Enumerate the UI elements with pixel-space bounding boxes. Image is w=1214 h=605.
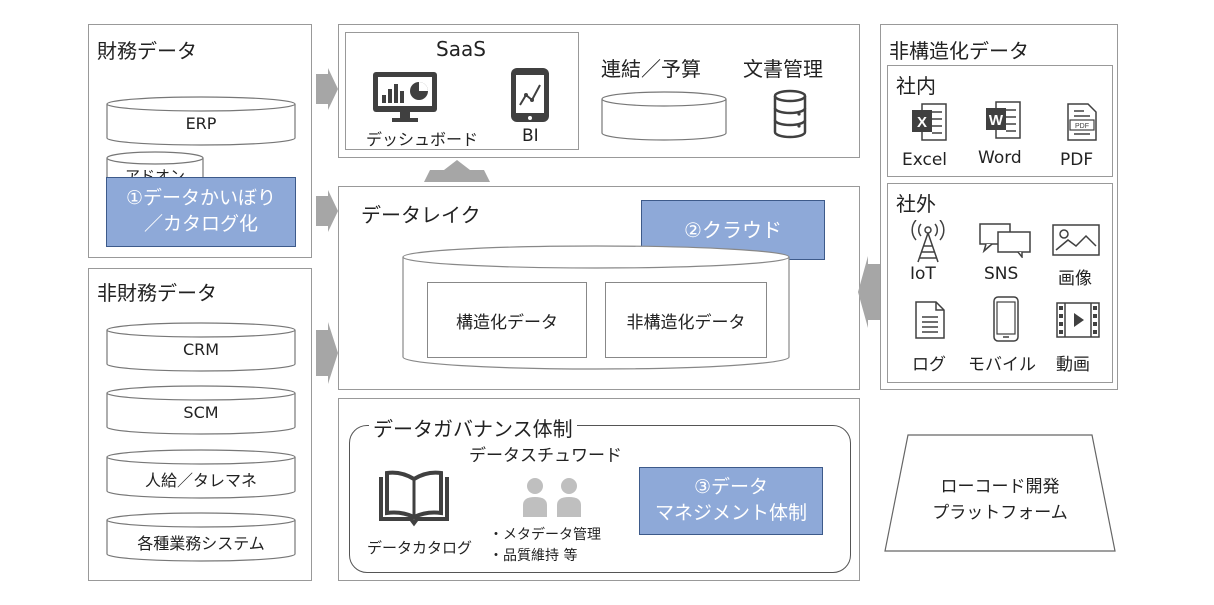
financial-data-panel: 財務データ ERP アドオン ①データかいぼり ／カタログ化	[88, 24, 312, 258]
cylinder-shape	[106, 385, 296, 435]
cylinder-shape	[106, 512, 296, 562]
data-catalog-label: データカタログ	[367, 539, 473, 557]
consolidation-cylinder-shape	[601, 91, 727, 141]
word-icon: W	[986, 101, 1021, 139]
saas-title: SaaS	[436, 37, 486, 61]
highlight-line-2: ／カタログ化	[143, 213, 258, 235]
svg-text:X: X	[917, 114, 927, 131]
unstructured-data-panel: 非構造化データ 社内 X W PDF	[880, 24, 1118, 390]
log-document-icon	[915, 301, 945, 339]
arrow-nonfinancial-to-datalake	[316, 322, 338, 384]
data-steward-label: データスチュワード	[469, 446, 622, 466]
highlight-line-1: ①データかいぼり	[125, 187, 277, 210]
svg-text:PDF: PDF	[1075, 123, 1089, 130]
consolidation-budget-label: 連結／予算	[601, 57, 701, 81]
people-icon	[523, 478, 581, 517]
nonfinancial-data-panel: 非財務データ CRM SCM 人給／タレマネ各種業務システム	[88, 268, 312, 581]
video-label: 動画	[1056, 355, 1090, 375]
mobile-phone-icon	[993, 296, 1019, 342]
nonfinancial-system-label: 人給／タレマネ	[144, 471, 257, 490]
pdf-icon: PDF	[1067, 103, 1097, 141]
nonfinancial-system-cylinder: CRM	[106, 322, 296, 372]
arrow-datalake-to-saas	[424, 160, 490, 182]
unstructured-data-title: 非構造化データ	[889, 39, 1029, 63]
cylinder-shape	[106, 322, 296, 372]
arrow-financial-to-saas	[316, 68, 338, 110]
nonfinancial-system-cylinder: 人給／タレマネ	[106, 449, 296, 499]
pdf-label: PDF	[1060, 150, 1094, 170]
mgmt-line-1: ③データ	[693, 476, 769, 499]
mobile-label: モバイル	[968, 355, 1036, 375]
iot-antenna-icon	[911, 220, 945, 263]
nonfinancial-system-cylinder: SCM	[106, 385, 296, 435]
excel-icon: X	[912, 103, 947, 141]
consolidation-cylinder	[601, 91, 727, 141]
data-catalog-highlight-box: ①データかいぼり ／カタログ化	[106, 177, 296, 247]
image-label: 画像	[1058, 269, 1092, 289]
governance-rounded-frame	[349, 425, 851, 573]
external-section: 社外 IoT SNS 画像	[887, 183, 1113, 383]
lowcode-platform-shape: ローコード開発 プラットフォーム	[884, 434, 1116, 552]
image-icon	[1052, 224, 1100, 256]
internal-section: 社内 X W PDF Excel Word	[887, 65, 1113, 177]
governance-title: データガバナンス体制	[369, 413, 577, 442]
dashboard-label: デッシュボード	[366, 130, 479, 149]
erp-cylinder: ERP	[106, 96, 296, 146]
nonfinancial-system-label: 各種業務システム	[137, 534, 265, 553]
lowcode-line-1: ローコード開発	[940, 477, 1060, 497]
governance-panel: データガバナンス体制 データスチュワード データカタログ ・メタデータ管理 ・品…	[338, 398, 860, 581]
svg-text:W: W	[989, 112, 1004, 129]
arrow-unstructured-to-datalake	[858, 256, 880, 328]
datalake-title: データレイク	[361, 203, 481, 227]
saas-inner-box: SaaS デッシュボード BI	[345, 32, 579, 150]
erp-label: ERP	[185, 114, 217, 133]
arrow-financial-to-datalake	[316, 190, 338, 232]
book-icon	[379, 470, 449, 527]
lowcode-trapezoid	[884, 434, 1116, 552]
nonfinancial-data-title: 非財務データ	[97, 281, 217, 305]
video-film-icon	[1056, 302, 1100, 338]
erp-cylinder-shape	[106, 96, 296, 146]
excel-label: Excel	[902, 150, 948, 170]
internal-title: 社内	[896, 74, 936, 98]
word-label: Word	[978, 148, 1022, 168]
data-management-highlight-box: ③データ マネジメント体制	[639, 467, 823, 535]
document-management-label: 文書管理	[743, 57, 823, 81]
nonfinancial-system-label: SCM	[183, 403, 219, 422]
sns-chat-icon	[979, 223, 1031, 258]
bi-label: BI	[522, 126, 539, 146]
mgmt-line-2: マネジメント体制	[654, 502, 807, 524]
saas-panel: SaaS デッシュボード BI 連結／予算	[338, 24, 860, 158]
financial-data-title: 財務データ	[97, 39, 197, 63]
structured-data-box: 構造化データ	[427, 282, 587, 358]
bi-tablet-icon	[511, 68, 549, 122]
cylinder-shape	[106, 449, 296, 499]
iot-label: IoT	[910, 264, 936, 284]
external-title: 社外	[896, 192, 936, 216]
datalake-panel: データレイク ②クラウド 構造化データ 非構造化データ	[338, 186, 860, 390]
lowcode-line-2: プラットフォーム	[932, 503, 1068, 523]
log-label: ログ	[912, 355, 946, 375]
sns-label: SNS	[984, 264, 1019, 284]
nonfinancial-system-cylinder: 各種業務システム	[106, 512, 296, 562]
quality-maintenance-bullet: ・品質維持 等	[489, 548, 578, 564]
metadata-management-bullet: ・メタデータ管理	[489, 527, 601, 543]
dashboard-monitor-icon	[373, 72, 437, 122]
database-icon	[773, 89, 807, 139]
nonfinancial-system-label: CRM	[182, 340, 220, 359]
unstructured-data-box: 非構造化データ	[605, 282, 767, 358]
